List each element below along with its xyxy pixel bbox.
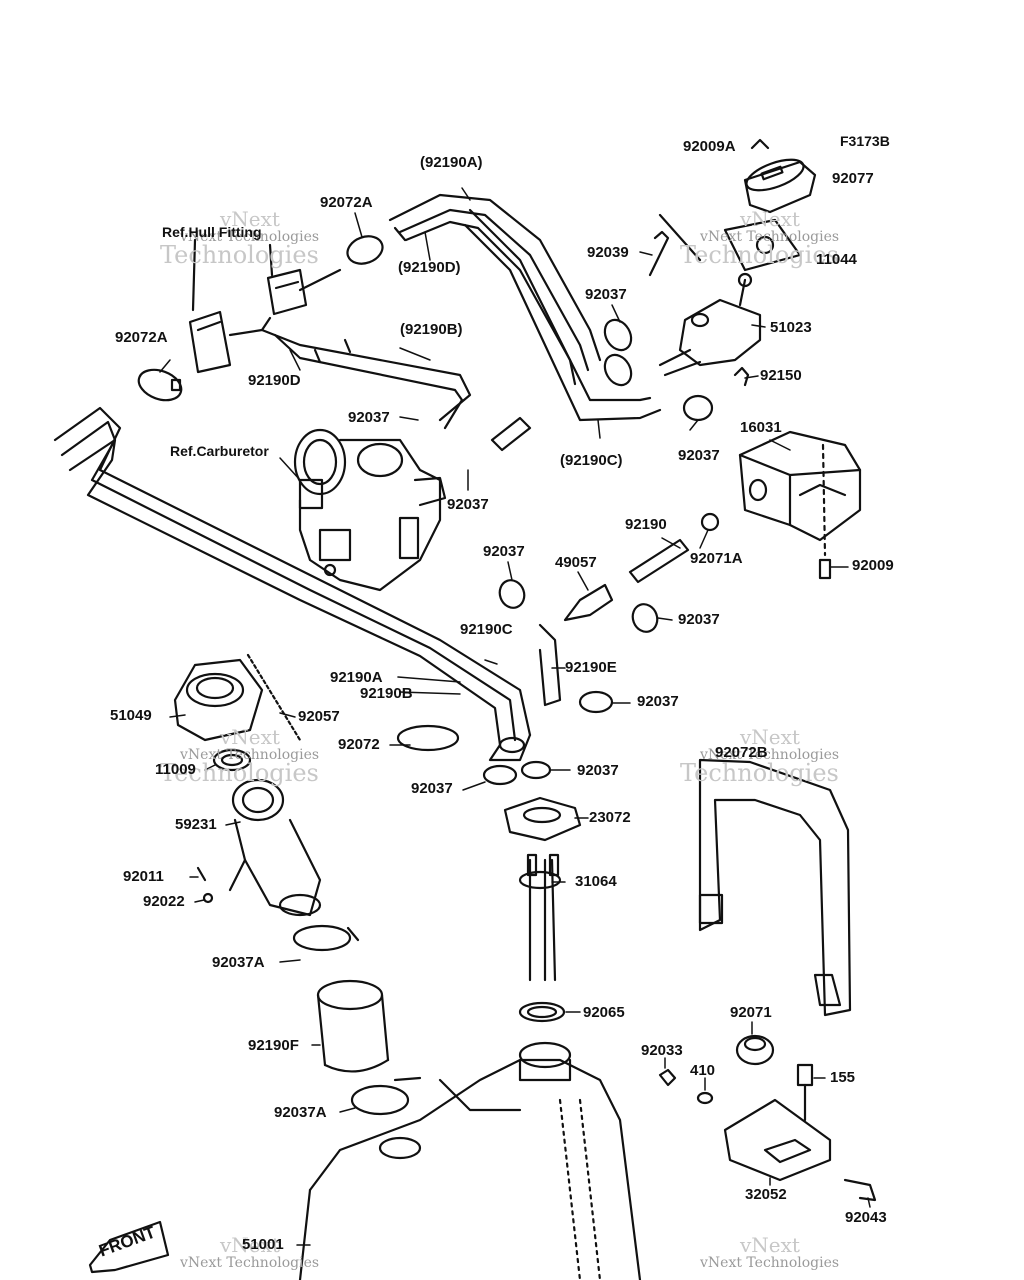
part-label-92037-i: 92037 <box>411 780 453 797</box>
filler-neck <box>196 778 322 917</box>
part-label-92190F: 92190F <box>248 1037 299 1054</box>
part-label-16031: 16031 <box>740 419 782 436</box>
filler-cap <box>173 653 302 772</box>
figure-code: F3173B <box>840 133 890 149</box>
fuel-valve <box>658 272 762 377</box>
hose-92190B <box>260 316 532 452</box>
part-label-92190E: 92190E <box>565 659 617 676</box>
watermark-6: vNext vNext Technologies <box>700 1233 840 1271</box>
part-label-23072: 23072 <box>589 809 631 826</box>
part-label-59231: 59231 <box>175 816 217 833</box>
box-16031 <box>738 430 862 580</box>
pickup-31064 <box>518 853 562 982</box>
part-label-92037A-a: 92037A <box>212 954 265 971</box>
front-arrow <box>88 1220 170 1274</box>
mount-parts <box>658 1034 877 1202</box>
part-label-92039: 92039 <box>587 244 629 261</box>
part-label-92190D: 92190D <box>248 372 301 389</box>
part-label-92009: 92009 <box>852 557 894 574</box>
part-label-11044: 11044 <box>816 251 857 268</box>
part-label-92071A: 92071A <box>690 550 743 567</box>
part-label-92190A-paren: (92190A) <box>420 154 483 171</box>
part-label-49057: 49057 <box>555 554 597 571</box>
watermark-1: vNext vNext Technologies Technologies <box>160 207 320 269</box>
part-label-92033: 92033 <box>641 1042 683 1059</box>
gasket-92065 <box>518 1001 566 1023</box>
part-label-51023: 51023 <box>770 319 812 336</box>
part-label-92072B: 92072B <box>715 744 768 761</box>
part-label-31064: 31064 <box>575 873 617 890</box>
fuel-tank <box>298 1041 642 1280</box>
clamp-92037-valve <box>603 318 750 422</box>
part-label-92037A-b: 92037A <box>274 1104 327 1121</box>
part-label-92037-g: 92037 <box>637 693 679 710</box>
hull-fitting <box>188 238 342 374</box>
part-label-92037-h: 92037 <box>577 762 619 779</box>
part-label-51049: 51049 <box>110 707 152 724</box>
part-label-92037-c: 92037 <box>678 447 720 464</box>
watermark-2: vNext vNext Technologies Technologies <box>680 207 840 269</box>
watermark-3: vNext vNext Technologies Technologies <box>160 725 320 787</box>
part-label-92190C-paren: (92190C) <box>560 452 623 469</box>
part-label-410: 410 <box>690 1062 716 1079</box>
part-label-92009A: 92009A <box>683 138 736 155</box>
part-label-92057: 92057 <box>298 708 340 725</box>
part-label-51001: 51001 <box>242 1236 284 1253</box>
part-label-92037-e: 92037 <box>483 543 525 560</box>
ref-hull-fitting: Ref.Hull Fitting <box>162 224 262 240</box>
part-label-92065: 92065 <box>583 1004 625 1021</box>
hose-92190F <box>292 924 422 1116</box>
part-label-92190B: 92190B <box>360 685 413 702</box>
clamp-lower <box>396 724 552 786</box>
part-label-92190: 92190 <box>625 516 667 533</box>
part-label-92190C: 92190C <box>460 621 513 638</box>
part-label-92190A: 92190A <box>330 669 383 686</box>
part-label-155: 155 <box>830 1069 856 1086</box>
clamp-92072A <box>137 235 384 402</box>
screw-92039 <box>648 230 670 277</box>
leader-lines <box>159 187 871 1246</box>
part-label-92190B-paren: (92190B) <box>400 321 463 338</box>
part-label-92190D-paren: (92190D) <box>398 259 461 276</box>
watermark-5: vNext vNext Technologies <box>180 1233 320 1271</box>
part-label-92011: 92011 <box>123 868 164 885</box>
part-label-92037-d: 92037 <box>447 496 489 513</box>
part-label-11009: 11009 <box>155 761 196 778</box>
part-label-92022: 92022 <box>143 893 185 910</box>
hose-92190-center <box>498 512 720 714</box>
part-label-92072A-top: 92072A <box>320 194 373 211</box>
part-label-92150: 92150 <box>760 367 802 384</box>
strap-92072B <box>698 758 852 1017</box>
hose-92190C-upper <box>463 208 662 422</box>
part-label-92037-a: 92037 <box>585 286 627 303</box>
part-label-32052: 32052 <box>745 1186 787 1203</box>
ref-carburetor: Ref.Carburetor <box>170 443 269 459</box>
part-label-92072: 92072 <box>338 736 380 753</box>
part-label-92043: 92043 <box>845 1209 887 1226</box>
part-label-92037-b: 92037 <box>348 409 390 426</box>
watermark-4: vNext vNext Technologies Technologies <box>680 725 840 787</box>
hose-long-lower <box>53 406 532 762</box>
part-label-92072A-left: 92072A <box>115 329 168 346</box>
part-label-92077: 92077 <box>832 170 874 187</box>
plate-11044 <box>658 213 802 272</box>
carburetor <box>293 428 447 592</box>
part-label-92037-f: 92037 <box>678 611 720 628</box>
nut-23072 <box>503 796 582 842</box>
knob-92077 <box>743 138 817 214</box>
part-label-92071: 92071 <box>730 1004 772 1021</box>
